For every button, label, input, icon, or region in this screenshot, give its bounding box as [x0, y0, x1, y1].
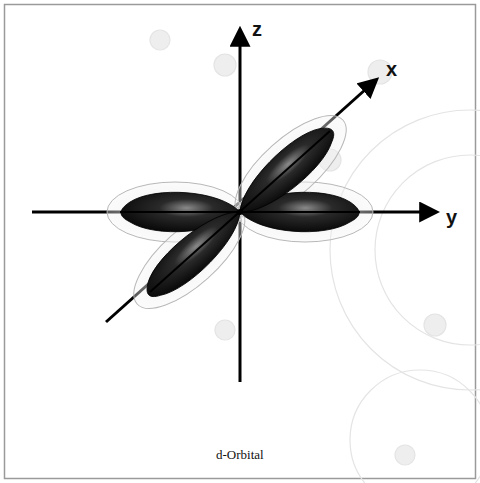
orbital-lobes: [121, 116, 359, 307]
axis-label: y: [446, 206, 457, 229]
origin-dot: [237, 209, 243, 215]
axis-core-lines: [120, 131, 360, 292]
figure-caption: d-Orbital: [216, 447, 264, 463]
axis-label: z: [252, 18, 262, 41]
axis-label: x: [386, 58, 397, 81]
frame: [5, 5, 476, 479]
orbital-shells: [107, 99, 373, 325]
axes: [32, 30, 436, 382]
